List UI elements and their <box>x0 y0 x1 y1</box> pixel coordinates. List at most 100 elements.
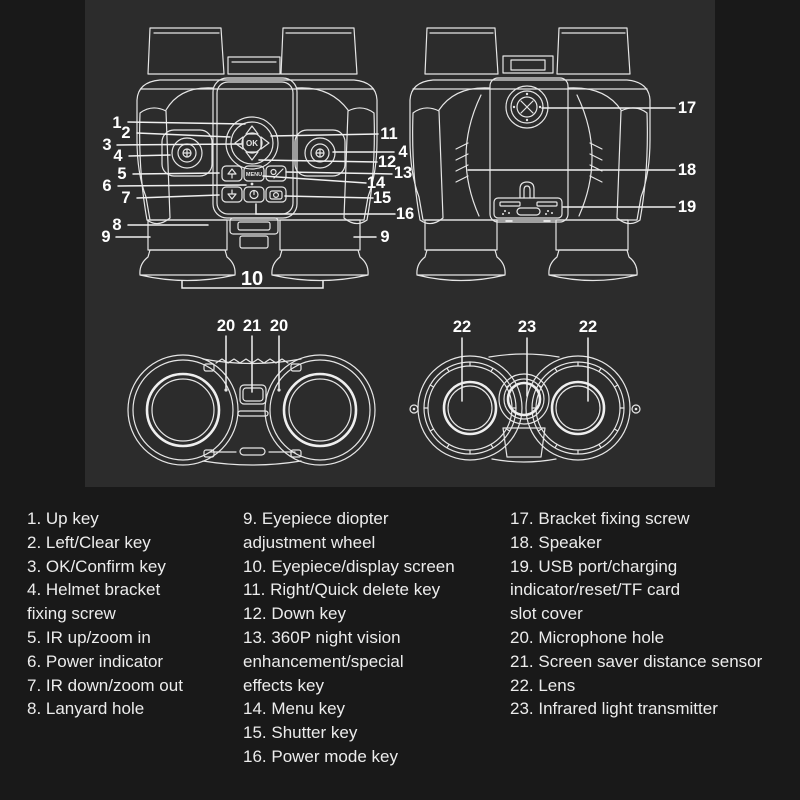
callout-22-right: 22 <box>579 318 597 336</box>
ir-up-icon <box>227 168 237 179</box>
legend-column-2: 9. Eyepiece diopter adjustment wheel 10.… <box>243 507 455 769</box>
legend-line: effects key <box>243 675 324 695</box>
legend-line: 7. IR down/zoom out <box>27 675 183 695</box>
callout-16: 16 <box>396 205 414 223</box>
ir-down-icon <box>227 189 237 200</box>
usb-port-icon <box>516 207 541 216</box>
callout-3: 3 <box>102 136 111 154</box>
legend-line: 21. Screen saver distance sensor <box>510 651 763 671</box>
diopter-knob-left <box>161 129 213 177</box>
callout-6: 6 <box>102 177 111 195</box>
eyecups <box>139 249 369 282</box>
legend-line: adjustment wheel <box>243 532 376 552</box>
callout-8: 8 <box>112 216 121 234</box>
bottom-latch <box>209 447 296 456</box>
rubber-grip-texture <box>412 107 648 225</box>
callout-10: 10 <box>241 268 263 290</box>
objective-end-view-drawing <box>409 353 641 463</box>
legend-line: 10. Eyepiece/display screen <box>243 556 455 576</box>
callout-19: 19 <box>678 198 696 216</box>
callout-11: 11 <box>380 125 397 143</box>
body-outline <box>136 79 378 221</box>
legend-line: 20. Microphone hole <box>510 627 665 647</box>
legend-line: 22. Lens <box>510 675 576 695</box>
callout-22-left: 22 <box>453 318 471 336</box>
screen-saver-distance-sensor <box>239 384 267 405</box>
legend-line: 14. Menu key <box>243 699 346 719</box>
callout-2: 2 <box>121 124 130 142</box>
speaker-slots <box>455 142 603 183</box>
legend-line: 8. Lanyard hole <box>27 699 145 719</box>
legend-line: 5. IR up/zoom in <box>27 627 151 647</box>
callout-23: 23 <box>518 318 536 336</box>
diopter-knob-right <box>294 129 346 177</box>
control-panel <box>212 77 298 219</box>
legend-line: 2. Left/Clear key <box>27 532 151 552</box>
power-indicator-led <box>250 182 254 186</box>
callout-20-right: 20 <box>270 317 288 335</box>
leader-lines <box>115 107 676 402</box>
legend-line: fixing screw <box>27 604 116 624</box>
ir-up-button <box>221 165 243 182</box>
legend-line: 13. 360P night vision <box>243 627 401 647</box>
callout-4-right: 4 <box>398 143 408 161</box>
lanyard-loop <box>519 181 535 199</box>
effects-button <box>265 165 287 182</box>
ok-button <box>241 132 263 154</box>
camera-icon <box>269 190 283 200</box>
eyepiece-end-view-drawing <box>127 354 376 466</box>
legend-line: 19. USB port/charging <box>510 556 678 576</box>
eyepiece-tubes <box>147 27 358 75</box>
dpad: OK <box>225 116 279 170</box>
rubber-grip-texture <box>139 107 375 225</box>
callout-numbers: 1 2 3 4 5 6 7 8 9 9 10 11 4 12 13 14 15 … <box>101 99 696 336</box>
bracket-10 <box>181 280 324 289</box>
callout-9-right: 9 <box>380 228 389 246</box>
screw-cross-icon <box>520 100 534 114</box>
legend-line: 16. Power mode key <box>243 746 398 766</box>
eyecups <box>416 249 638 282</box>
shutter-button <box>265 186 287 203</box>
center-slot <box>237 410 269 417</box>
callout-12: 12 <box>378 153 396 171</box>
right-arrow-icon <box>260 136 270 150</box>
up-arrow-icon <box>245 125 259 135</box>
menu-button-label: MENU <box>246 172 262 178</box>
callout-14: 14 <box>367 174 386 192</box>
legend-line: 1. Up key <box>27 509 99 528</box>
ribbed-barrels <box>424 219 629 251</box>
back-plate <box>465 77 593 223</box>
legend-column-1: 1. Up key 2. Left/Clear key 3. OK/Confir… <box>27 507 183 721</box>
legend-line: 4. Helmet bracket <box>27 580 161 600</box>
callout-17: 17 <box>678 99 696 117</box>
bracket-screw-mount <box>505 85 549 129</box>
legend-line: 3. OK/Confirm key <box>27 556 166 576</box>
legend-line: indicator/reset/TF card <box>510 580 681 600</box>
legend-line: 17. Bracket fixing screw <box>510 509 690 528</box>
infrared-light-transmitter <box>498 373 550 425</box>
legend-line: 9. Eyepiece diopter <box>243 509 389 528</box>
legend-line: 18. Speaker <box>510 532 602 552</box>
microphone-hole-right <box>277 388 281 392</box>
ir-down-button <box>221 186 243 203</box>
callout-1: 1 <box>112 114 121 132</box>
legend-line: 6. Power indicator <box>27 651 164 671</box>
ok-button-label: OK <box>246 139 258 148</box>
power-icon <box>249 189 259 200</box>
rear-view-drawing <box>409 27 651 282</box>
objective-tubes <box>424 27 631 75</box>
usb-port-cover <box>493 197 563 222</box>
legend-line: 15. Shutter key <box>243 723 358 743</box>
callout-7: 7 <box>121 189 130 207</box>
microphone-hole-left <box>224 388 228 392</box>
callout-13: 13 <box>394 164 412 182</box>
callout-5: 5 <box>117 165 126 183</box>
legend-line: 12. Down key <box>243 604 346 624</box>
legend-line: slot cover <box>510 604 583 624</box>
hinge-cover <box>229 217 279 249</box>
left-arrow-icon <box>234 136 244 150</box>
binoculars-diagram: OK MENU <box>101 27 696 466</box>
diagram-panel <box>85 0 715 487</box>
button-cluster: MENU <box>221 165 287 203</box>
callout-9-left: 9 <box>101 228 110 246</box>
